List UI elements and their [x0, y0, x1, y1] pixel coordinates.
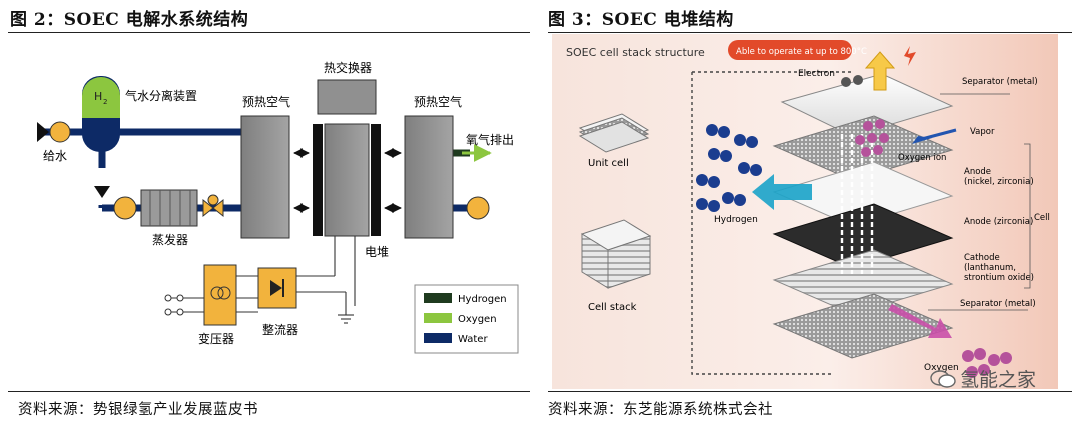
oxygen-ion-paths — [840, 134, 874, 274]
gas-water-separator — [82, 76, 120, 152]
cell-stack-label: Cell stack — [588, 302, 637, 313]
bottom-rule-left — [8, 391, 530, 392]
top-rule-left — [8, 32, 530, 33]
legend-swatch-hydrogen — [424, 293, 452, 303]
electron-dot — [841, 77, 851, 87]
circulation-pump — [113, 196, 137, 220]
evaporator — [140, 189, 198, 227]
cathode-label-1: Cathode — [964, 253, 1000, 263]
transformer — [203, 264, 237, 326]
heat-arrow — [864, 51, 896, 91]
layer-separator-bottom — [772, 249, 954, 315]
electron-dot-2 — [853, 75, 863, 85]
feed-water-pump — [49, 121, 71, 143]
cathode-label-2: (lanthanum, — [964, 263, 1016, 273]
unit-cell-label: Unit cell — [588, 158, 629, 169]
preheat-left-label: 预热空气 — [242, 94, 290, 109]
oxygen-out-label: 氧气排出 — [466, 132, 514, 147]
stack-heading: SOEC cell stack structure — [566, 46, 705, 59]
legend-swatch-water — [424, 333, 452, 343]
separator-bottom-label: Separator (metal) — [960, 299, 1036, 309]
oxygen-molecules — [962, 348, 1012, 378]
right-pump — [466, 196, 490, 220]
wechat-icon — [930, 370, 956, 388]
feed-water-label: 给水 — [43, 149, 67, 163]
drain-valve — [94, 186, 110, 198]
oxygen-out-arrow — [888, 304, 952, 338]
cell-bracket — [1024, 143, 1031, 289]
oxygen-ion-molecules — [855, 119, 889, 157]
oxygen-ion-label: Oxygen ion — [898, 153, 946, 163]
rectifier — [257, 267, 297, 309]
legend-label-water: Water — [458, 334, 488, 345]
terminals — [164, 294, 184, 316]
figure3-title: 图 3：SOEC 电堆结构 — [548, 10, 734, 30]
legend-label-oxygen: Oxygen — [458, 314, 497, 325]
vapor-label: Vapor — [970, 127, 995, 137]
preheat-right-box — [404, 115, 454, 239]
hydrogen-molecules — [696, 124, 762, 212]
temperature-badge-text: Able to operate at up to 800°C — [736, 47, 867, 57]
oxygen-label: Oxygen — [924, 363, 959, 373]
anode-zirconia-label: Anode (zirconia) — [964, 217, 1033, 227]
h2-label: H — [94, 90, 102, 103]
control-valve — [202, 194, 224, 218]
vapor-arrow-shaft — [917, 128, 957, 142]
figure2-title: 图 2：SOEC 电解水系统结构 — [10, 10, 249, 30]
cell-label: Cell — [1034, 213, 1050, 223]
rectifier-label: 整流器 — [262, 322, 298, 337]
separator-top-label: Separator (metal) — [962, 77, 1038, 87]
temperature-badge — [728, 40, 852, 60]
evaporator-label: 蒸发器 — [152, 232, 188, 247]
unit-cell-icon — [578, 113, 650, 153]
stack-label: 电堆 — [365, 245, 389, 259]
figure3-source: 资料来源：东芝能源系统株式会社 — [548, 402, 773, 418]
preheat-left-box — [240, 115, 290, 239]
hydrogen-label: Hydrogen — [714, 215, 758, 225]
hydrogen-out-arrow — [752, 174, 812, 210]
h2-sub-label: 2 — [103, 98, 107, 106]
heat-exchanger-box — [317, 79, 377, 115]
watermark: 氢能之家 — [930, 365, 1036, 392]
anode-nz-label-1: Anode — [964, 167, 991, 177]
top-rule-right — [548, 32, 1072, 33]
cell-stack-icon — [580, 219, 652, 289]
watermark-text: 氢能之家 — [960, 369, 1037, 391]
electrolysis-stack — [313, 123, 381, 237]
lightning-icon — [904, 46, 916, 66]
figure2-source: 资料来源：势银绿氢产业发展蓝皮书 — [18, 402, 258, 418]
bottom-rule-right — [548, 391, 1072, 392]
transformer-label: 变压器 — [198, 331, 234, 346]
anode-nz-label-2: (nickel, zirconia) — [964, 177, 1034, 187]
legend: Hydrogen Oxygen Water — [414, 284, 519, 354]
cathode-label-3: strontium oxide) — [964, 273, 1034, 283]
external-circuit — [691, 71, 852, 375]
feed-water-arrow — [37, 122, 49, 142]
power-wiring — [170, 236, 356, 324]
legend-swatch-oxygen — [424, 313, 452, 323]
soec-system-diagram: 给水 H 2 气水分离装置 蒸发器 预热空气 热交换器 电堆 预热空气 氧气排 — [10, 40, 530, 380]
soec-cell-stack-diagram: SOEC cell stack structure Able to operat… — [552, 34, 1058, 389]
layer-bottom-mesh — [772, 293, 954, 359]
heat-exchanger-label: 热交换器 — [324, 60, 372, 75]
preheat-right-label: 预热空气 — [414, 94, 462, 109]
layer-cathode — [772, 203, 954, 269]
electron-label: Electron — [798, 69, 835, 79]
separator-label: 气水分离装置 — [125, 88, 197, 103]
legend-label-hydrogen: Hydrogen — [458, 294, 507, 305]
